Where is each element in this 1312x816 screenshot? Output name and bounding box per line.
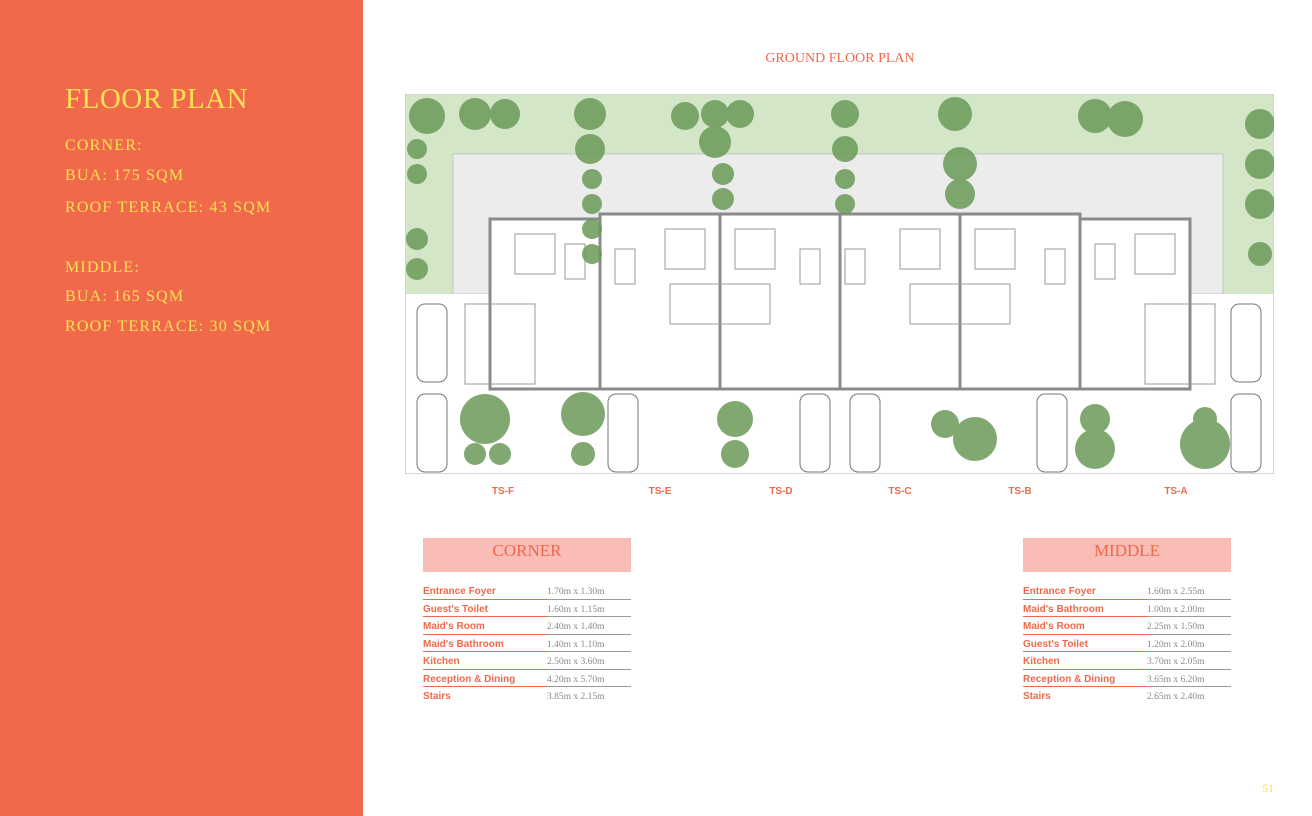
page-title: FLOOR PLAN [65, 83, 249, 115]
corner-roof-terrace: ROOF TERRACE: 43 SQM [65, 199, 272, 216]
unit-label-ts-c: TS-C [888, 486, 912, 497]
plan-title: GROUND FLOOR PLAN [765, 51, 915, 66]
room-size: 1.70m x 1.30m [547, 587, 605, 597]
corner-table-title: CORNER [423, 538, 631, 572]
room-name: Maid's Bathroom [1023, 603, 1104, 615]
room-name: Guest's Toilet [1023, 638, 1088, 650]
room-size: 3.65m x 6.20m [1147, 674, 1205, 685]
room-size: 4.20m x 5.70m [547, 674, 605, 685]
room-size: 2.65m x 2.40m [1147, 692, 1205, 702]
room-name: Entrance Foyer [1023, 586, 1096, 597]
table-row: Reception & Dining 3.65m x 6.20m [1023, 672, 1231, 690]
sidebar-panel: FLOOR PLAN CORNER: BUA: 175 SQM ROOF TER… [0, 0, 363, 816]
table-row: Maid's Room 2.40m x 1.40m [423, 619, 631, 637]
room-size: 1.20m x 2.00m [1147, 639, 1205, 650]
room-name: Reception & Dining [423, 673, 516, 685]
unit-label-ts-d: TS-D [769, 486, 793, 497]
table-row: Reception & Dining 4.20m x 5.70m [423, 672, 631, 690]
room-name: Guest's Toilet [423, 603, 488, 615]
table-row: Guest's Toilet 1.20m x 2.00m [1023, 637, 1231, 655]
room-name: Reception & Dining [1023, 673, 1116, 685]
room-name: Kitchen [423, 656, 460, 667]
table-row: Maid's Bathroom 1.40m x 1.10m [423, 637, 631, 655]
table-row: Kitchen 2.50m x 3.60m [423, 654, 631, 672]
middle-spec-table: MIDDLE Entrance Foyer 1.60m x 2.55m Maid'… [1023, 538, 1231, 707]
table-row: Stairs 3.85m x 2.15m [423, 689, 631, 707]
middle-table-title: MIDDLE [1023, 538, 1231, 572]
room-size: 2.25m x 1.50m [1147, 622, 1205, 632]
middle-roof-terrace: ROOF TERRACE: 30 SQM [65, 318, 272, 335]
ground-floor-plan-image [404, 93, 1275, 475]
corner-bua: BUA: 175 SQM [65, 167, 185, 184]
room-size: 3.70m x 2.05m [1147, 657, 1205, 667]
table-row: Entrance Foyer 1.70m x 1.30m [423, 584, 631, 602]
room-name: Maid's Bathroom [423, 638, 504, 650]
unit-label-ts-e: TS-E [648, 486, 672, 497]
room-size: 3.85m x 2.15m [547, 692, 605, 702]
table-row: Maid's Room 2.25m x 1.50m [1023, 619, 1231, 637]
room-name: Stairs [1023, 691, 1051, 702]
unit-label-ts-b: TS-B [1008, 486, 1032, 497]
room-name: Maid's Room [1023, 621, 1085, 632]
corner-heading: CORNER: [65, 137, 143, 154]
unit-label-ts-a: TS-A [1164, 486, 1188, 497]
room-name: Stairs [423, 691, 451, 702]
table-row: Kitchen 3.70m x 2.05m [1023, 654, 1231, 672]
table-row: Maid's Bathroom 1.00m x 2.00m [1023, 602, 1231, 620]
room-size: 1.40m x 1.10m [547, 639, 605, 650]
middle-bua: BUA: 165 SQM [65, 288, 185, 305]
room-size: 1.60m x 2.55m [1147, 587, 1205, 597]
table-row: Entrance Foyer 1.60m x 2.55m [1023, 584, 1231, 602]
room-size: 2.40m x 1.40m [547, 622, 605, 632]
room-size: 1.60m x 1.15m [547, 604, 605, 615]
room-size: 1.00m x 2.00m [1147, 604, 1205, 615]
table-row: Guest's Toilet 1.60m x 1.15m [423, 602, 631, 620]
page-number: 51 [1262, 781, 1274, 795]
room-size: 2.50m x 3.60m [547, 657, 605, 667]
room-name: Maid's Room [423, 621, 485, 632]
table-row: Stairs 2.65m x 2.40m [1023, 689, 1231, 707]
unit-label-ts-f: TS-F [491, 486, 515, 497]
room-name: Entrance Foyer [423, 586, 496, 597]
room-name: Kitchen [1023, 656, 1060, 667]
corner-spec-table: CORNER Entrance Foyer 1.70m x 1.30m Guest… [423, 538, 631, 707]
middle-heading: MIDDLE: [65, 259, 141, 276]
